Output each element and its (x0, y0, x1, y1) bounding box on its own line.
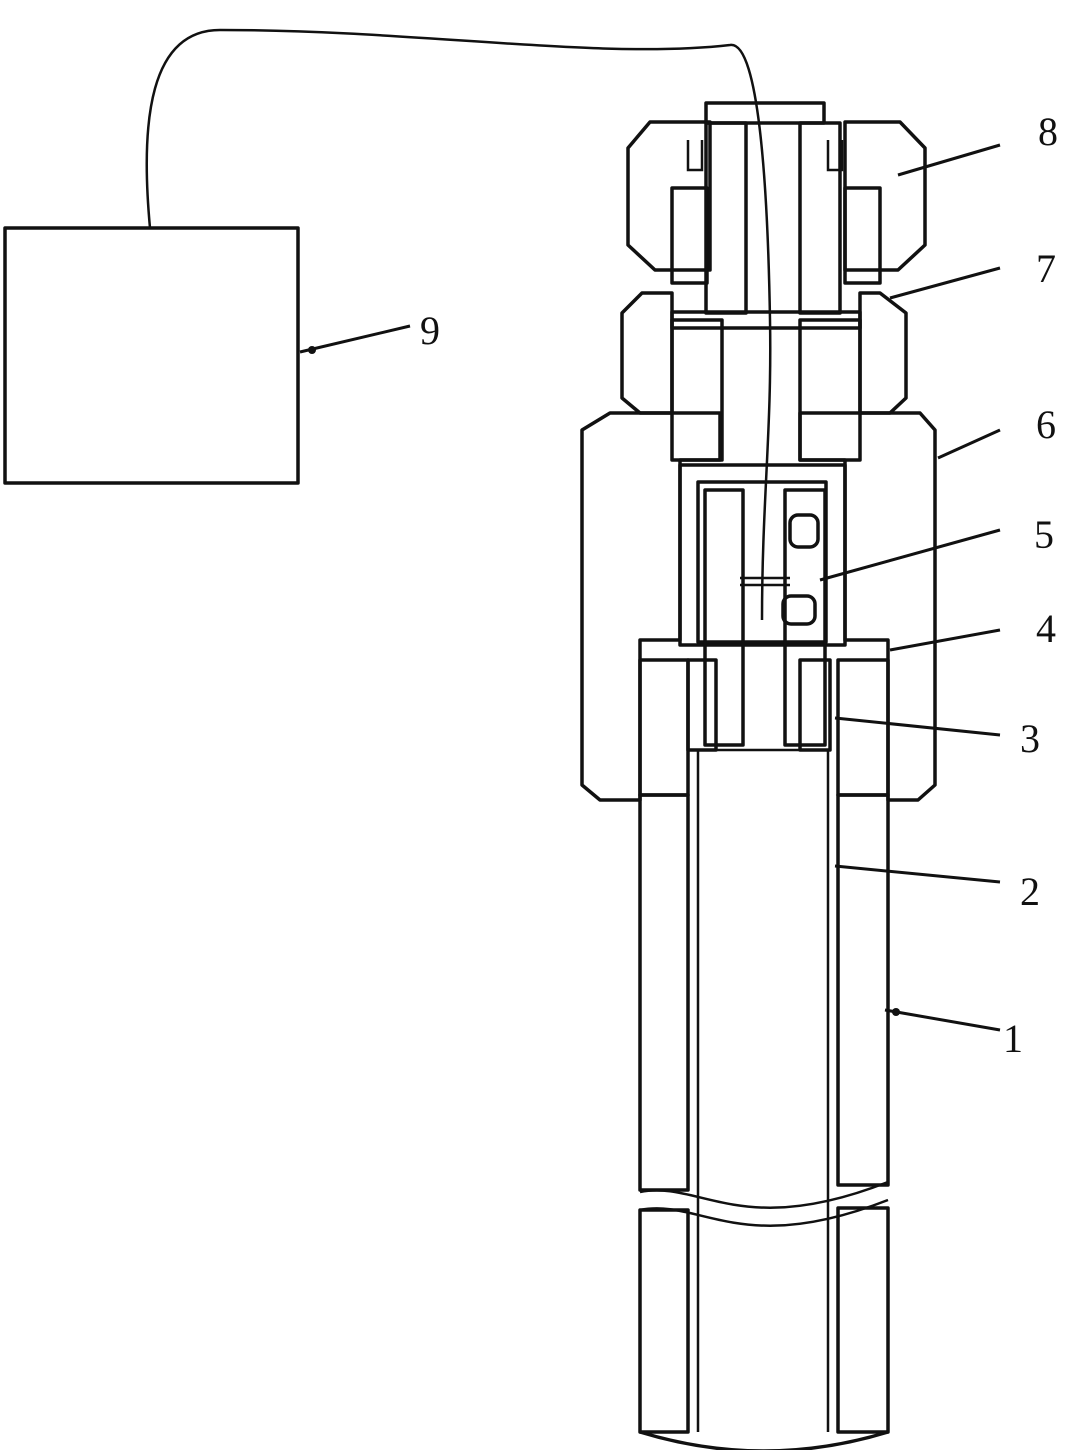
part-6-body (580, 411, 937, 802)
leader-dot-9 (308, 346, 316, 354)
leader-4 (889, 628, 1001, 652)
part-1-outer-tube (638, 793, 890, 1450)
leader-7 (889, 266, 1001, 300)
part-7-fitting (620, 291, 908, 462)
control-box-9 (3, 226, 300, 485)
leader-6 (937, 428, 1001, 460)
part-8-top-nut (626, 101, 927, 315)
leader-8 (897, 143, 1001, 177)
part-5-sensor-cavity (678, 463, 847, 747)
part-4-seal (638, 658, 890, 797)
label-3: 3 (1020, 716, 1040, 761)
label-1: 1 (1003, 1016, 1023, 1061)
leader-3 (834, 716, 1001, 737)
part-2-inner-tube (696, 748, 830, 1432)
label-2: 2 (1020, 869, 1040, 914)
leader-dot-1 (892, 1008, 900, 1016)
label-5: 5 (1034, 512, 1054, 557)
break-line (639, 1180, 889, 1227)
label-4: 4 (1036, 606, 1056, 651)
part-3-ring (686, 658, 832, 752)
label-8: 8 (1038, 109, 1058, 154)
label-6: 6 (1036, 402, 1056, 447)
leader-1 (884, 1008, 1001, 1032)
leader-9 (299, 324, 411, 354)
label-7: 7 (1036, 246, 1056, 291)
label-9: 9 (420, 308, 440, 353)
signal-cable (145, 28, 772, 621)
leader-2 (834, 864, 1001, 884)
leader-5 (819, 528, 1001, 582)
